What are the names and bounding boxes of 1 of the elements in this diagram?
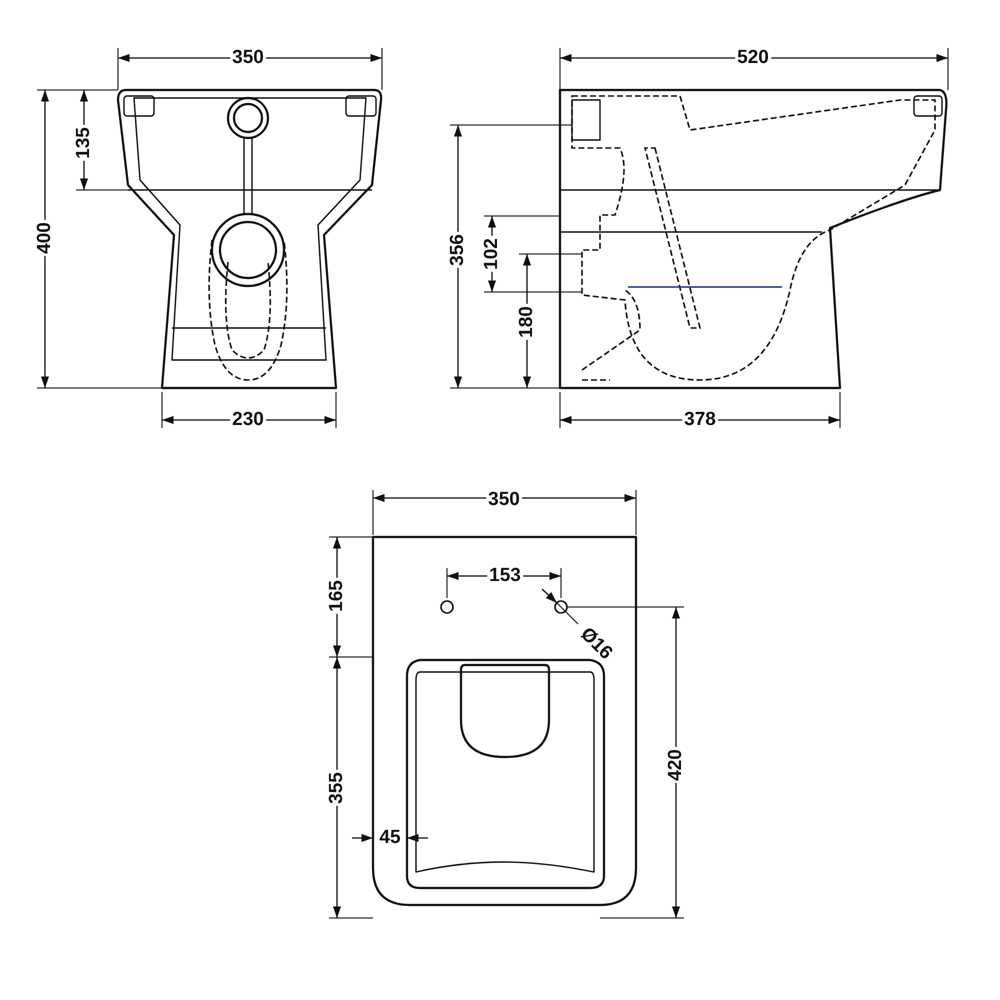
dimension-label: 45 bbox=[378, 828, 402, 848]
